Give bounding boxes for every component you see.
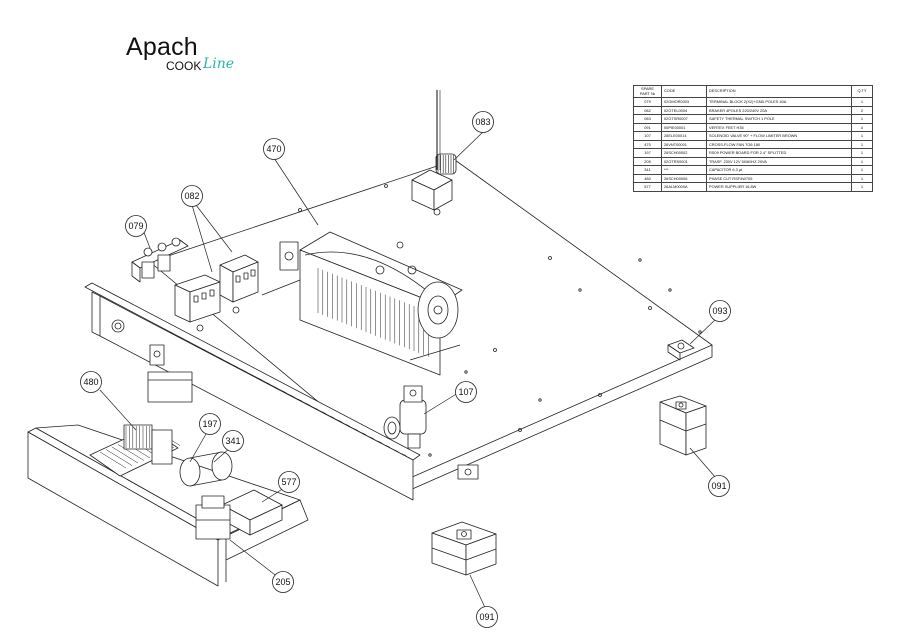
callout-circle xyxy=(263,138,285,160)
brand-logo-line: Line xyxy=(203,56,235,72)
brand-logo-apach: Apach xyxy=(126,33,198,61)
callout-label: 197 xyxy=(202,419,217,429)
header-code: CODE xyxy=(661,85,707,98)
front-rail xyxy=(84,282,421,501)
small-bracket xyxy=(667,339,695,361)
callout-093: 093 xyxy=(709,300,731,322)
callout-079: 079 xyxy=(125,215,147,237)
cell-qty: 1 xyxy=(851,182,873,192)
terminal-block xyxy=(131,237,189,283)
callout-label: 093 xyxy=(712,306,727,316)
callout-107: 107 xyxy=(455,381,477,403)
callout-label: 205 xyxy=(275,577,290,587)
callout-circle xyxy=(708,475,730,497)
front-clip xyxy=(457,464,479,480)
callout-circle xyxy=(476,606,498,628)
callout-label: 577 xyxy=(281,477,296,487)
callout-label: 083 xyxy=(475,117,490,127)
rail-bracket xyxy=(147,344,193,403)
callout-circle xyxy=(278,471,300,493)
callout-082: 082 xyxy=(181,185,203,207)
callout-circle xyxy=(222,430,244,452)
callout-197: 197 xyxy=(199,413,221,435)
callout-label: 480 xyxy=(83,377,98,387)
callout-label: 091 xyxy=(479,612,494,622)
callout-circle xyxy=(199,413,221,435)
breaker-right xyxy=(219,254,259,314)
callout-577: 577 xyxy=(278,471,300,493)
callout-circle xyxy=(272,571,294,593)
electronics-front-panel xyxy=(27,424,309,587)
callout-circle xyxy=(709,300,731,322)
solenoid-valve xyxy=(383,385,427,449)
callout-341: 341 xyxy=(222,430,244,452)
callout-091: 091 xyxy=(708,475,730,497)
callout-label: 079 xyxy=(128,221,143,231)
callout-480: 480 xyxy=(80,371,102,393)
callout-label: 091 xyxy=(711,481,726,491)
callout-circle xyxy=(181,185,203,207)
callout-circle xyxy=(125,215,147,237)
vertex-foot-right xyxy=(659,395,707,456)
callout-label: 082 xyxy=(184,191,199,201)
callout-470: 470 xyxy=(263,138,285,160)
parts-table-header: SPARE PART № CODE DESCRIPTION Q.TY xyxy=(633,85,873,98)
header-qty: Q.TY xyxy=(851,85,873,98)
callout-label: 341 xyxy=(225,436,240,446)
callout-091: 091 xyxy=(476,606,498,628)
vertex-foot-bottom xyxy=(431,521,497,576)
cross-flow-fan-assembly xyxy=(261,231,463,376)
callout-205: 205 xyxy=(272,571,294,593)
callout-circle xyxy=(472,111,494,133)
callout-label: 107 xyxy=(458,387,473,397)
callout-083: 083 xyxy=(472,111,494,133)
breaker-left xyxy=(174,274,221,332)
callout-circle xyxy=(455,381,477,403)
callout-circle xyxy=(80,371,102,393)
brand-logo-cook: COOK xyxy=(166,59,202,73)
safety-thermal-switch xyxy=(411,90,457,216)
callout-labels: 083 470 082 079 093 480 107 197 341 577 091 205 091 xyxy=(80,111,731,628)
callout-label: 470 xyxy=(266,144,281,154)
header-spare-part: SPARE PART № xyxy=(633,85,662,98)
